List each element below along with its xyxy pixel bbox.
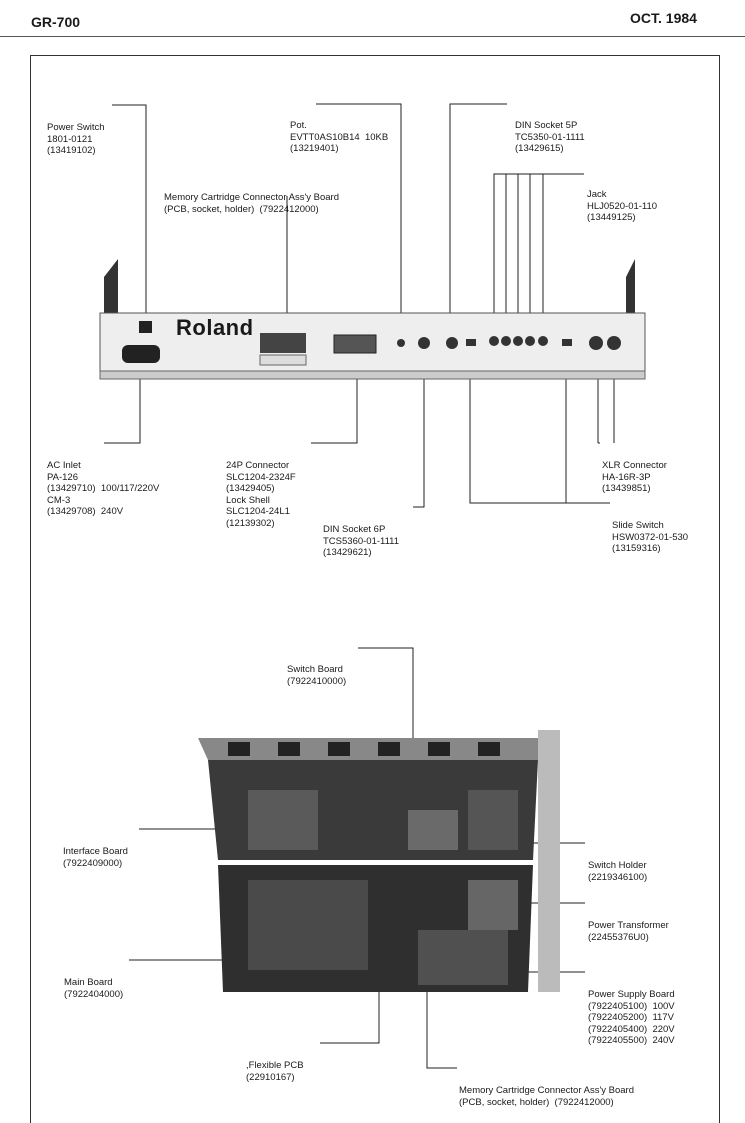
interior-drawing: [188, 730, 560, 992]
label-main-board: Main Board(7922404000): [64, 954, 123, 1012]
label-memory-cartridge-top: Memory Cartridge Connector Ass'y Board(P…: [164, 169, 339, 227]
label-interface-board: Interface Board(7922409000): [63, 823, 128, 881]
label-switch-holder: Switch Holder(2219346100): [588, 837, 647, 895]
label-flexible-pcb: ,Flexible PCB(22910167): [246, 1037, 304, 1095]
rear-panel-drawing: [80, 255, 665, 382]
label-power-supply-board: Power Supply Board(7922405100) 100V(7922…: [588, 966, 675, 1058]
roland-logo: Roland: [176, 315, 254, 341]
rear-panel-photo: [80, 255, 665, 382]
label-switch-board: Switch Board(7922410000): [287, 641, 346, 699]
label-pot: Pot.EVTT0AS10B14 10KB(13219401): [290, 97, 388, 166]
label-power-transformer: Power Transformer(22455376U0): [588, 897, 669, 955]
interior-photo: [188, 730, 560, 992]
label-memory-cartridge-bottom: Memory Cartridge Connector Ass'y Board(P…: [459, 1062, 634, 1120]
